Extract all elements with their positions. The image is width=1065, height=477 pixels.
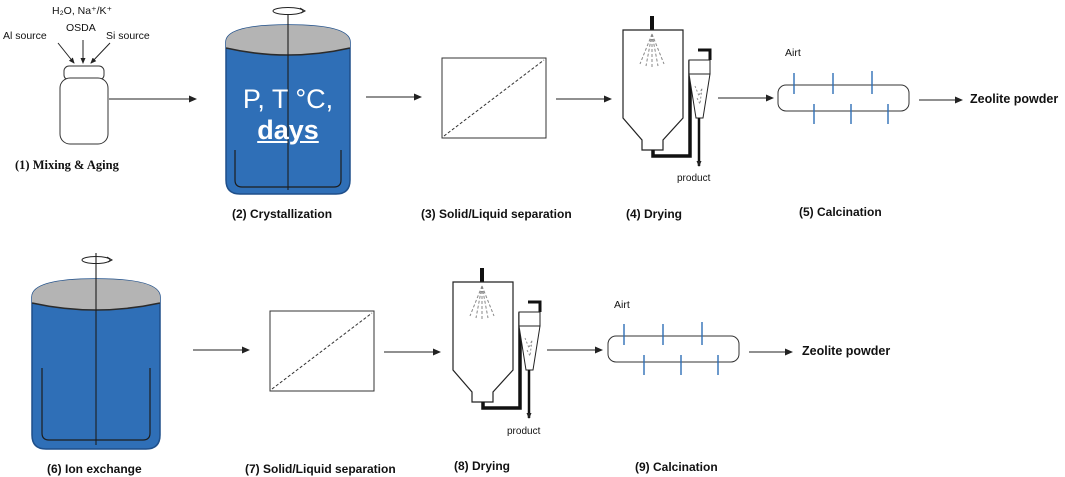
separation-filter-icon <box>441 57 547 139</box>
step-label-9: (9) Calcination <box>635 460 718 474</box>
ion-exchange-vessel-icon <box>31 253 161 450</box>
product-label: product <box>507 426 541 437</box>
output-label: Zeolite powder <box>802 344 891 358</box>
separation-filter-icon <box>269 310 375 392</box>
spray-dryer-icon <box>452 268 542 419</box>
spray-dryer-icon <box>622 16 712 167</box>
step-label-3: (3) Solid/Liquid separation <box>421 207 572 221</box>
product-label: product <box>677 173 711 184</box>
rotation-icon <box>81 256 114 264</box>
step-label-5: (5) Calcination <box>799 205 882 219</box>
step-label-2: (2) Crystallization <box>232 207 333 221</box>
step-label-4: (4) Drying <box>626 207 683 221</box>
crystallization-conditions: P, T °C, days <box>240 84 336 146</box>
output-label: Zeolite powder <box>970 92 1059 106</box>
si-source-label: Si source <box>106 30 150 42</box>
rotation-icon <box>272 7 307 15</box>
osda-label: OSDA <box>66 22 96 34</box>
step-label-8: (8) Drying <box>454 459 511 473</box>
crystallization-vessel-icon <box>225 15 351 195</box>
air-label: Airt <box>614 299 630 311</box>
step-label-6: (6) Ion exchange <box>47 462 142 476</box>
step-label-1: (1) Mixing & Aging <box>15 158 119 172</box>
input-arrows <box>57 40 111 64</box>
mixing-bottle-icon <box>59 65 109 145</box>
water-cations-label: H₂O, Na⁺/K⁺ <box>52 5 113 17</box>
calciner-icon <box>777 71 910 124</box>
calciner-icon <box>607 322 740 375</box>
step-label-7: (7) Solid/Liquid separation <box>245 462 396 476</box>
conditions-line-1: P, T °C, <box>242 84 334 114</box>
air-label: Airt <box>785 47 801 59</box>
al-source-label: Al source <box>3 30 47 42</box>
conditions-line-2: days <box>257 115 319 145</box>
